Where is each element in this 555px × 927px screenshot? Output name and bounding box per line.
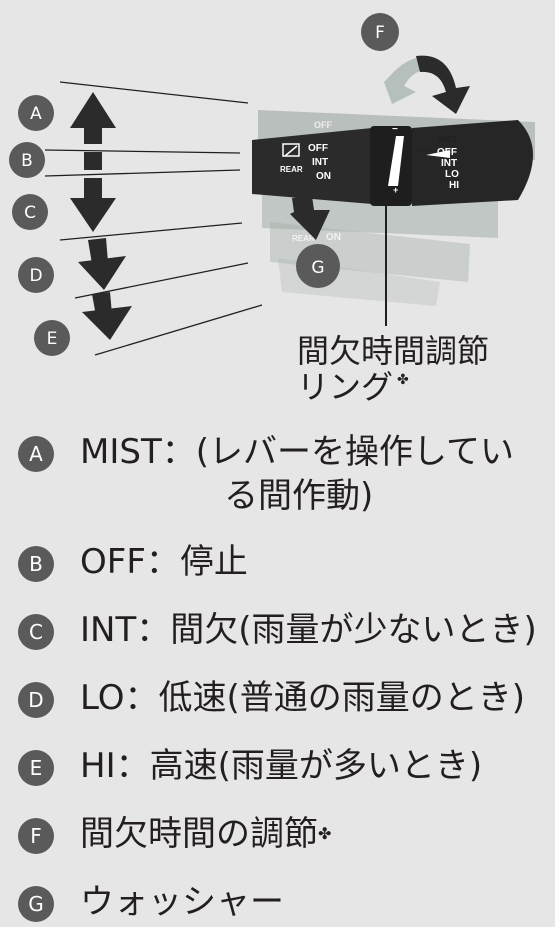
- arrow-d-head: [78, 256, 126, 290]
- legend: A MIST：(レバーを操作してい る間作動) B OFF：停止 C INT：間…: [0, 430, 555, 927]
- front-wiper-wedge: [426, 150, 450, 158]
- marker-d-badge: [18, 257, 54, 293]
- ring-callout-mark: ✤: [397, 372, 409, 388]
- marker-f-label: F: [375, 23, 385, 43]
- marker-b-badge: [9, 142, 45, 178]
- legend-text-c: INT：間欠(雨量が少ないとき): [80, 610, 537, 650]
- leader-line-f: [94, 304, 263, 356]
- lever-ring: [370, 126, 412, 206]
- wiper-lever: [252, 120, 533, 206]
- marker-c-label: C: [24, 203, 36, 223]
- legend-badge-e: E: [18, 750, 54, 786]
- label-on-rear: ON: [316, 171, 331, 182]
- legend-badge-a: A: [18, 436, 54, 472]
- marker-b-label: B: [21, 151, 33, 171]
- label-rear: REAR: [280, 165, 303, 174]
- arrow-up-head: [70, 92, 116, 128]
- leader-line-b: [44, 149, 241, 154]
- marker-a-label: A: [30, 104, 42, 124]
- legend-badge-d: D: [18, 682, 54, 718]
- legend-text-a-line2: る間作動): [224, 476, 374, 516]
- rotate-arrow-front: [416, 55, 470, 114]
- leader-line-a: [59, 81, 249, 104]
- leader-line-d: [59, 222, 243, 241]
- label-lo-front: LO: [445, 169, 459, 180]
- leader-line-c: [44, 169, 241, 177]
- wiper-lever-diagram: MIST PULL OFF OFF INT ON REAR OFF INT LO…: [9, 13, 535, 406]
- arrow-e-head: [82, 306, 132, 340]
- marker-f-badge: [361, 13, 399, 51]
- rotate-arrow: [384, 55, 470, 114]
- label-on-lower: ON: [326, 232, 341, 243]
- arrow-shaft-mid: [84, 152, 102, 170]
- marker-g-label: G: [311, 258, 324, 278]
- label-hi-front: HI: [449, 180, 459, 191]
- rear-wiper-icon-blade: [284, 145, 298, 157]
- legend-text-b: OFF：停止: [80, 542, 248, 582]
- label-int-front: INT: [441, 158, 457, 169]
- rear-wiper-icon: [282, 143, 300, 157]
- legend-text-f-mark: ✤: [318, 824, 332, 843]
- arrow-shaft-top: [84, 126, 102, 144]
- marker-d-label: D: [29, 266, 42, 286]
- arrow-e: [82, 292, 132, 340]
- marker-c-badge: [12, 194, 48, 230]
- arrow-d-shaft: [88, 238, 108, 264]
- legend-badge-b: B: [18, 546, 54, 582]
- arrow-d: [78, 238, 126, 290]
- marker-e-badge: [34, 320, 70, 356]
- legend-text-f-main: 間欠時間の調節: [80, 814, 318, 854]
- label-off-rear-top: OFF: [314, 120, 332, 130]
- washer-arrow: [290, 196, 330, 240]
- legend-badge-f: F: [18, 818, 54, 854]
- arrow-shaft-bottom: [84, 178, 102, 200]
- legend-text-e: HI：高速(雨量が多いとき): [80, 746, 483, 786]
- label-mist: MIST: [438, 135, 457, 144]
- marker-a-badge: [18, 95, 54, 131]
- marker-e-label: E: [47, 329, 58, 349]
- legend-badge-c: C: [18, 614, 54, 650]
- label-rear-lower: REAR: [292, 234, 315, 243]
- vertical-double-arrow: [70, 92, 116, 232]
- leader-line-e: [74, 262, 249, 299]
- label-off-front: OFF: [437, 147, 457, 158]
- leader-lines: [44, 81, 263, 356]
- label-plus: +: [393, 185, 398, 195]
- label-off-rear: OFF: [308, 143, 328, 154]
- lever-tip: [412, 120, 533, 206]
- label-int-rear: INT: [312, 157, 328, 168]
- marker-g-badge: [296, 244, 340, 288]
- lever-body: [252, 128, 372, 204]
- ring-callout-line1: 間欠時間調節: [297, 332, 489, 370]
- legend-text-a-line1: MIST：(レバーを操作してい: [80, 432, 514, 472]
- legend-badge-g: G: [18, 886, 54, 922]
- interval-scale-wedge: [388, 136, 404, 186]
- ring-callout-line2: リング: [297, 368, 393, 406]
- label-minus: −: [392, 124, 398, 135]
- legend-text-f: 間欠時間の調節✤: [80, 812, 550, 856]
- arrow-down-head: [70, 198, 116, 232]
- legend-text-a: MIST：(レバーを操作してい る間作動): [80, 430, 550, 518]
- legend-text-g: ウォッシャー: [80, 882, 284, 922]
- legend-text-d: LO：低速(普通の雨量のとき): [80, 678, 526, 718]
- label-pull: PULL: [415, 147, 434, 154]
